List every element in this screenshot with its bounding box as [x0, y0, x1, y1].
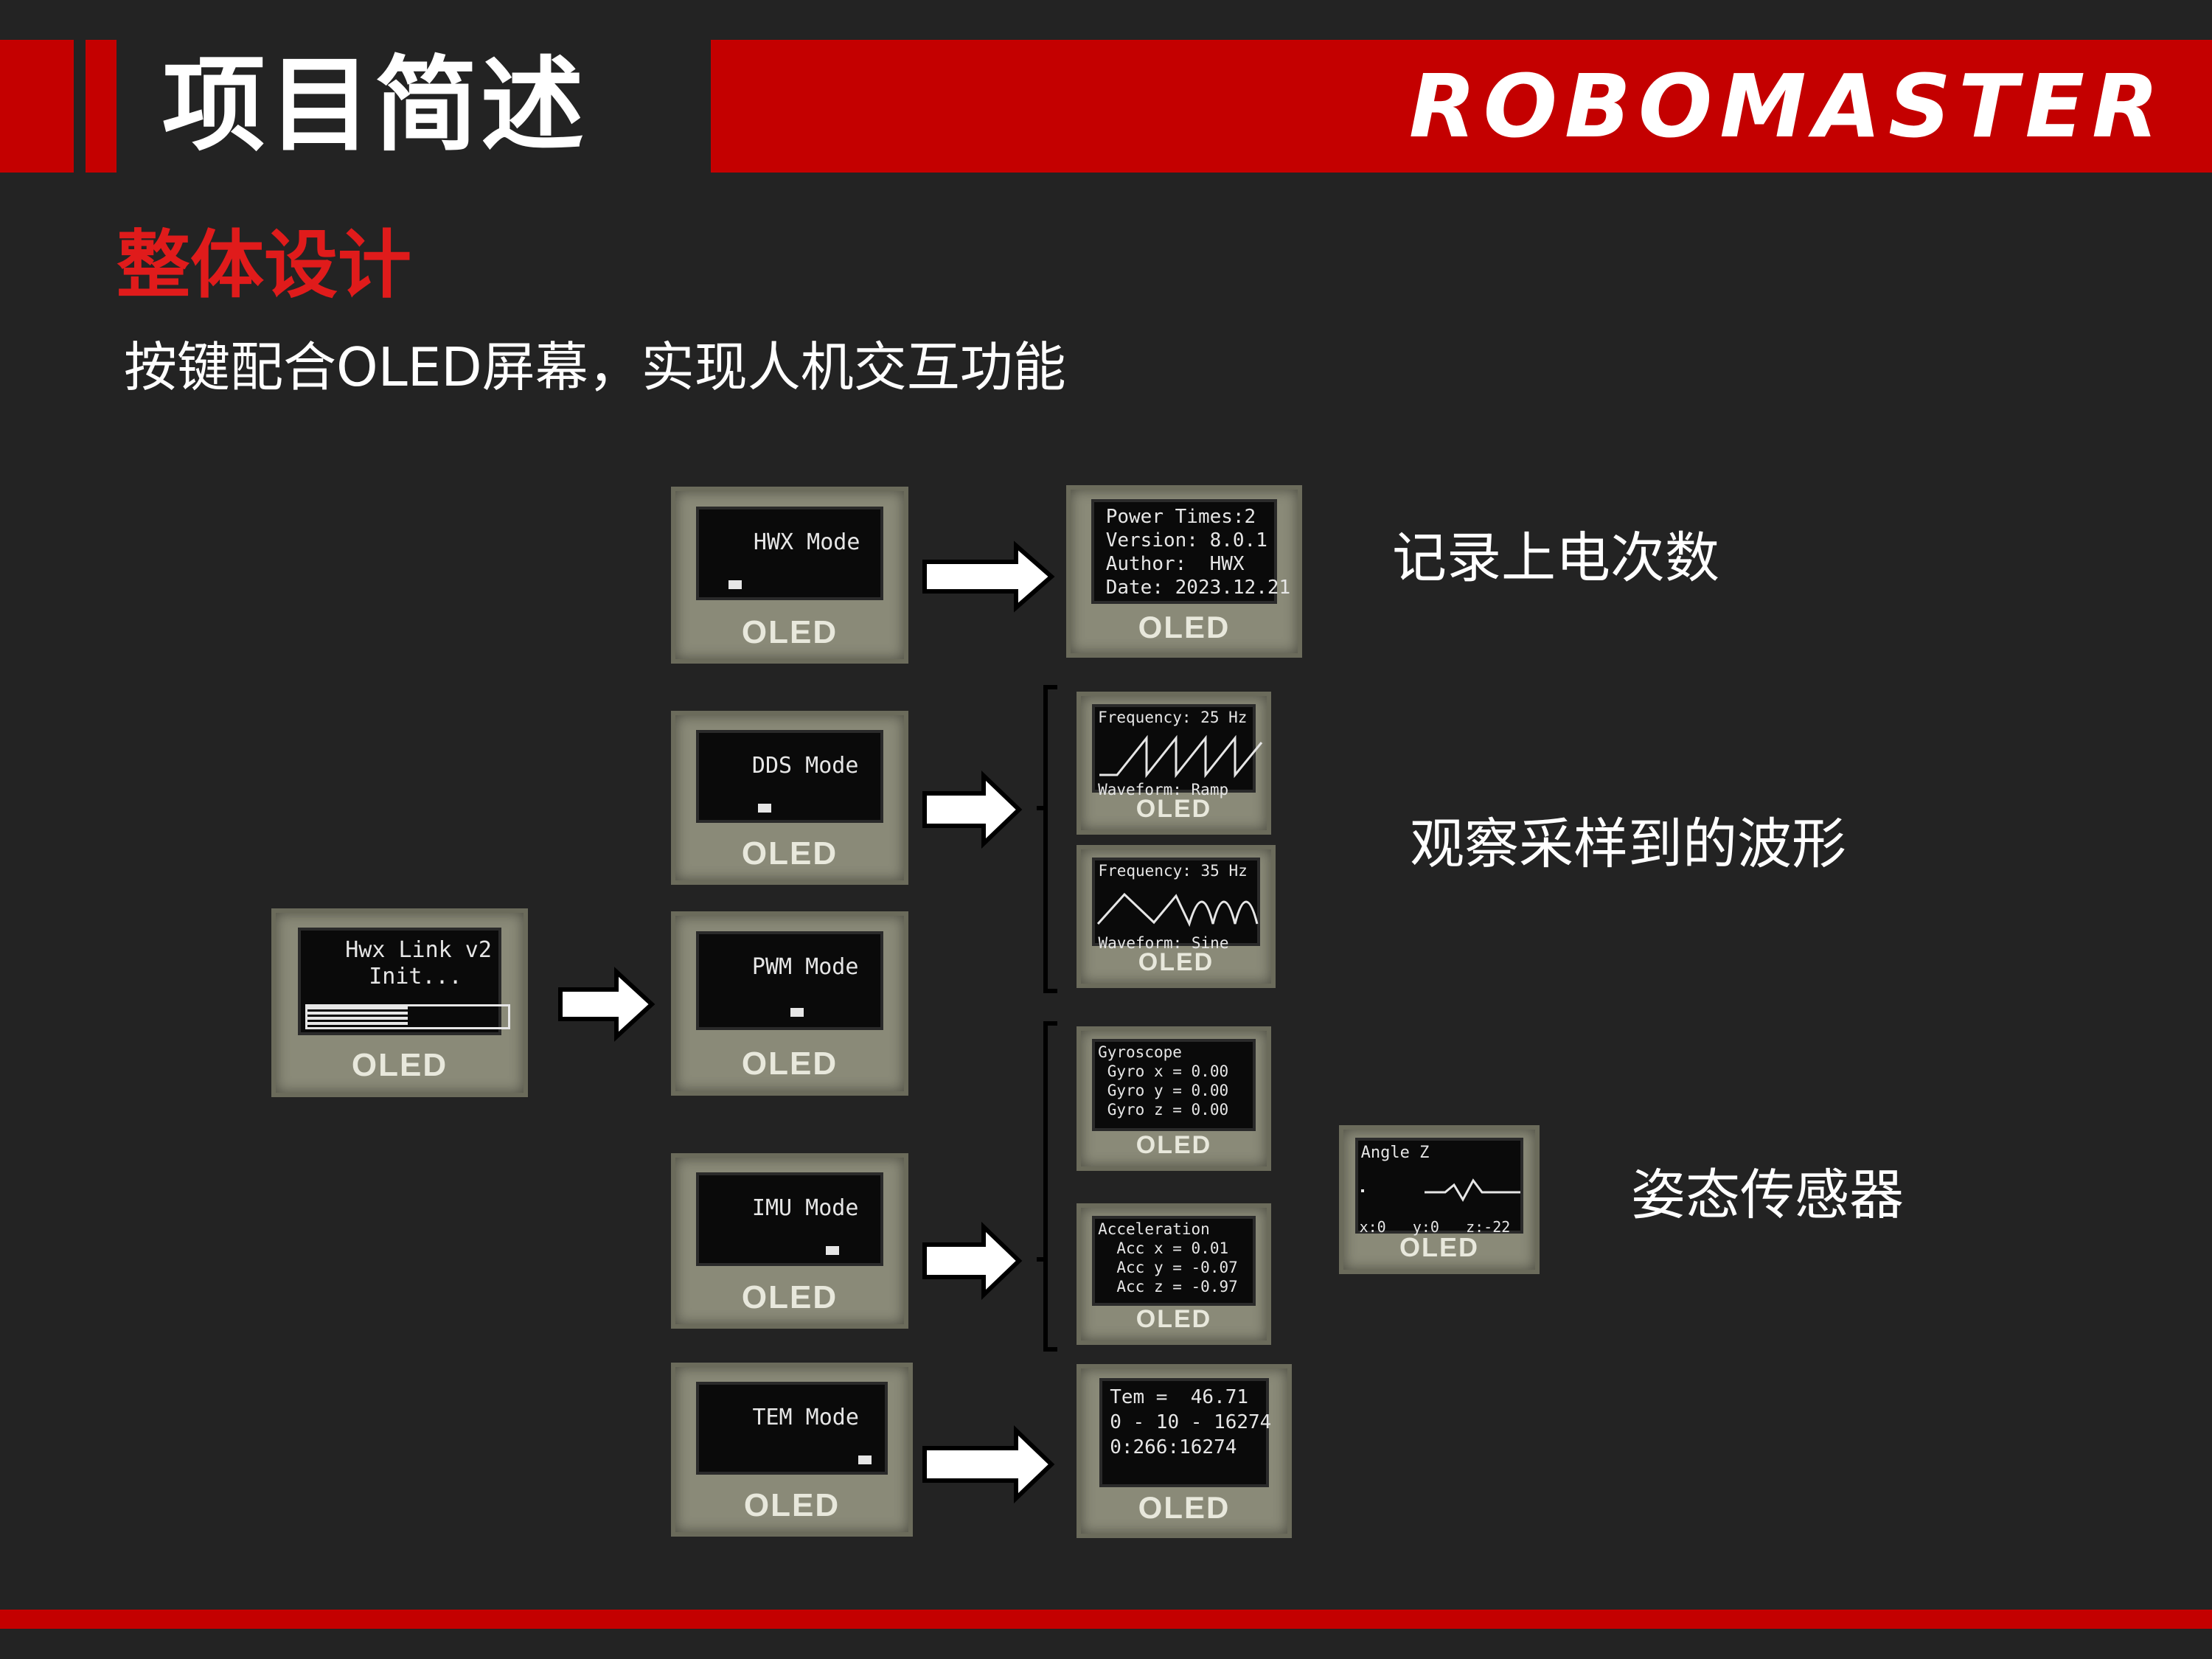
oled-label: OLED: [1138, 947, 1214, 976]
oled-label: OLED: [1135, 794, 1212, 823]
bracket-imu: [1037, 1021, 1057, 1352]
oled-tem-mode: TEM Mode OLED: [671, 1363, 913, 1537]
oled-imu-mode: IMU Mode OLED: [671, 1153, 908, 1329]
dds-mode-label: DDS Mode: [751, 753, 859, 779]
oled-label: OLED: [741, 1279, 838, 1315]
oled-gyroscope: Gyroscope Gyro x = 0.00 Gyro y = 0.00 Gy…: [1077, 1026, 1271, 1171]
angle-trace: [1360, 1178, 1520, 1203]
sine-frequency: Frequency: 35 Hz: [1098, 861, 1248, 880]
arrow-right-icon: [922, 1425, 1055, 1504]
oled-label: OLED: [1399, 1231, 1479, 1262]
angle-title: Angle Z: [1360, 1144, 1430, 1163]
oled-label: OLED: [741, 613, 838, 650]
caption-power-count: 记录上电次数: [1392, 526, 1719, 590]
gyro-y: Gyro y = 0.00: [1098, 1082, 1229, 1100]
gyro-title: Gyroscope: [1098, 1043, 1182, 1062]
tem-mode-label: TEM Mode: [752, 1405, 859, 1431]
bracket-waveform: [1037, 685, 1057, 993]
accel-z: Acc z = -0.97: [1098, 1277, 1238, 1295]
selection-cursor: [858, 1455, 872, 1465]
gyro-x: Gyro x = 0.00: [1098, 1062, 1229, 1081]
selection-cursor: [757, 804, 771, 813]
oled-sine-wave: Frequency: 35 Hz Waveform: Sine OLED: [1077, 845, 1276, 988]
boot-status: Init...: [369, 963, 462, 990]
selection-cursor: [728, 580, 742, 589]
info-date: Date: 2023.12.21: [1105, 577, 1291, 599]
oled-dds-mode: DDS Mode OLED: [671, 711, 908, 885]
gyro-z: Gyro z = 0.00: [1098, 1101, 1229, 1119]
oled-label: OLED: [1135, 1305, 1212, 1333]
oled-label: OLED: [1138, 1489, 1231, 1525]
page-title: 项目简述: [162, 46, 588, 166]
boot-title: Hwx Link v2: [345, 936, 492, 963]
ramp-frequency: Frequency: 25 Hz: [1098, 708, 1248, 726]
oled-label: OLED: [1135, 1130, 1212, 1159]
ramp-waveform-label: Waveform: Ramp: [1098, 780, 1229, 799]
ramp-waveform: [1099, 734, 1263, 779]
oled-label: OLED: [743, 1486, 841, 1523]
accel-title: Acceleration: [1098, 1220, 1210, 1238]
oled-angle-z: Angle Z x:0 y:0 z:-22 OLED: [1339, 1125, 1540, 1274]
accel-x: Acc x = 0.01: [1098, 1239, 1229, 1257]
footer-bar: [0, 1610, 2212, 1629]
selection-cursor: [790, 1008, 804, 1018]
accel-y: Acc y = -0.07: [1098, 1258, 1238, 1276]
temp-value: Tem = 46.71: [1110, 1386, 1249, 1409]
oled-label: OLED: [351, 1046, 448, 1083]
sine-waveform-label: Waveform: Sine: [1098, 933, 1229, 952]
oled-info-screen: Power Times:2 Version: 8.0.1 Author: HWX…: [1066, 485, 1302, 658]
arrow-right-icon: [922, 770, 1023, 849]
info-version: Version: 8.0.1: [1105, 529, 1267, 552]
header-accent-bar: [0, 40, 74, 173]
oled-ramp-wave: Frequency: 25 Hz Waveform: Ramp OLED: [1077, 692, 1271, 835]
oled-hwx-mode: HWX Mode OLED: [671, 487, 908, 664]
caption-waveform: 观察采样到的波形: [1410, 813, 1846, 876]
header-banner: [711, 40, 2212, 173]
arrow-right-icon: [558, 967, 655, 1042]
arrow-right-icon: [922, 1221, 1023, 1301]
pwm-mode-label: PWM Mode: [751, 954, 859, 981]
boot-progress-fill: [307, 1006, 408, 1027]
oled-pwm-mode: PWM Mode OLED: [671, 911, 908, 1096]
hwx-mode-label: HWX Mode: [753, 529, 860, 555]
boot-progress-bar: [305, 1004, 511, 1029]
header-accent-stripe: [86, 40, 116, 173]
section-subtitle: 按键配合OLED屏幕，实现人机交互功能: [124, 336, 1066, 398]
selection-cursor: [825, 1246, 839, 1256]
robomaster-logo: ROBOMASTER: [1408, 55, 2166, 157]
angle-values: x:0 y:0 z:-22: [1359, 1218, 1511, 1237]
caption-attitude-sensor: 姿态传感器: [1631, 1164, 1904, 1227]
oled-temperature: Tem = 46.71 0 - 10 - 16274 0:266:16274 O…: [1077, 1364, 1292, 1538]
info-power-times: Power Times:2: [1105, 506, 1256, 529]
section-title: 整体设计: [116, 222, 411, 308]
oled-acceleration: Acceleration Acc x = 0.01 Acc y = -0.07 …: [1077, 1203, 1271, 1345]
arrow-right-icon: [922, 540, 1055, 613]
oled-boot-screen: Hwx Link v2 Init... OLED: [271, 908, 528, 1097]
temp-raw-1: 0 - 10 - 16274: [1110, 1411, 1272, 1434]
imu-mode-label: IMU Mode: [751, 1195, 859, 1222]
info-author: Author: HWX: [1105, 553, 1245, 576]
oled-label: OLED: [741, 1046, 838, 1082]
oled-label: OLED: [741, 835, 838, 872]
sine-waveform: [1097, 892, 1259, 928]
temp-raw-2: 0:266:16274: [1110, 1436, 1237, 1459]
oled-label: OLED: [1138, 609, 1231, 644]
